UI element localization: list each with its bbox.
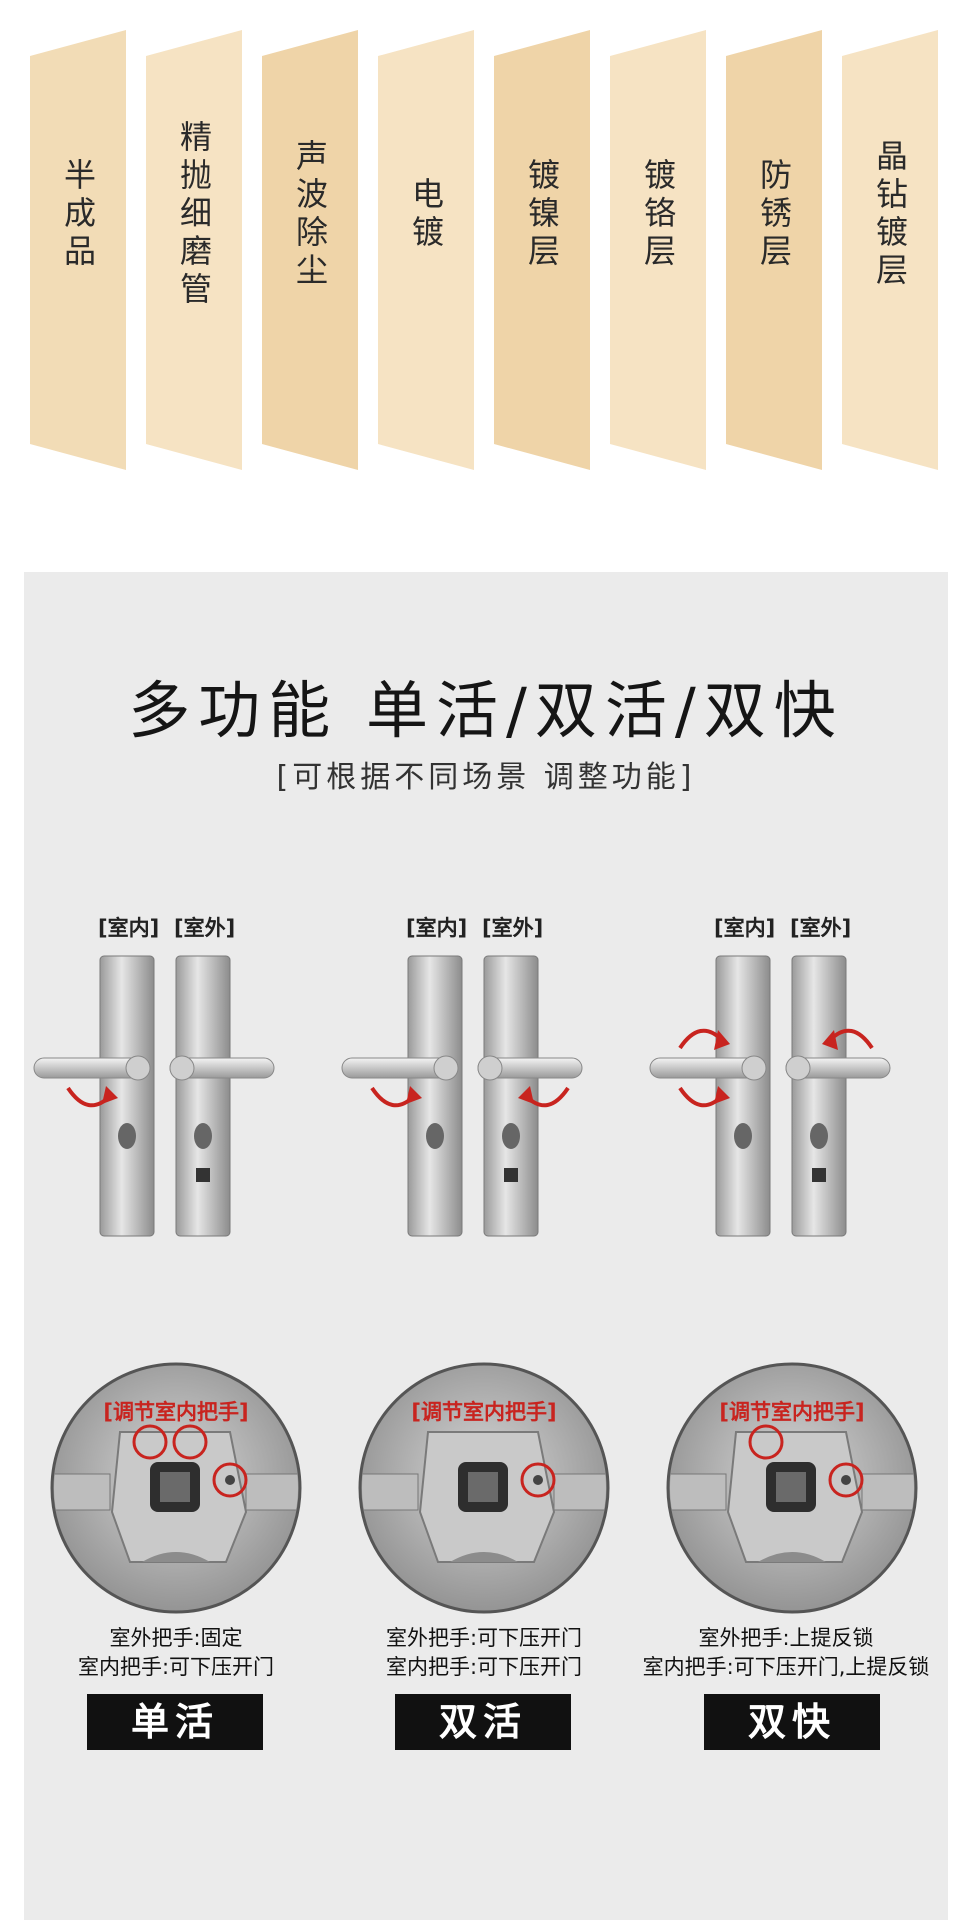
adjust-detail-single: [调节室内把手]	[50, 1362, 302, 1614]
mechanism-detail-image	[666, 1362, 918, 1614]
step-label: 晶钻镀层	[871, 139, 909, 291]
mode-description-quick: 室外把手:上提反锁 室内把手:可下压开门,上提反锁	[616, 1624, 956, 1682]
indoor-label: [室内]	[98, 916, 160, 940]
process-step: 镀镍层	[494, 30, 590, 470]
step-tag-shape	[146, 30, 242, 470]
adjust-tag: [调节室内把手]	[719, 1400, 865, 1424]
process-step: 精抛细磨管	[146, 30, 242, 470]
step-tag-shape	[494, 30, 590, 470]
adjust-tag: [调节室内把手]	[103, 1400, 249, 1424]
lock-set-image	[341, 955, 583, 1237]
mode-badge-quick: 双快	[704, 1694, 880, 1750]
step-label: 镀镍层	[523, 158, 561, 272]
lock-set-image	[649, 955, 891, 1237]
section-subtitle: [可根据不同场景 调整功能]	[276, 760, 696, 795]
step-tag-shape	[262, 30, 358, 470]
indoor-handle-desc: 室内把手:可下压开门	[385, 1655, 583, 1679]
adjust-detail-quick: [调节室内把手]	[666, 1362, 918, 1614]
mode-description-double: 室外把手:可下压开门 室内把手:可下压开门	[314, 1624, 654, 1682]
process-step: 声波除尘	[262, 30, 358, 470]
indoor-label: [室内]	[714, 916, 776, 940]
step-label: 防锈层	[755, 158, 793, 272]
process-step: 半成品	[30, 30, 126, 470]
process-step: 防锈层	[726, 30, 822, 470]
mechanism-detail-image	[50, 1362, 302, 1614]
process-step: 镀铬层	[610, 30, 706, 470]
step-label: 精抛细磨管	[175, 120, 213, 310]
step-tag-shape	[30, 30, 126, 470]
lock-illustration-quick: [室内] [室外]	[644, 912, 894, 1252]
lock-illustration-double: [室内] [室外]	[336, 912, 586, 1252]
mode-badge-single: 单活	[87, 1694, 263, 1750]
lock-illustration-single: [室内] [室外]	[28, 912, 278, 1252]
adjust-detail-double: [调节室内把手]	[358, 1362, 610, 1614]
outdoor-label: [室外]	[482, 916, 544, 940]
outdoor-label: [室外]	[790, 916, 852, 940]
step-tag-shape	[726, 30, 822, 470]
step-label: 电镀	[407, 177, 445, 253]
adjust-tag: [调节室内把手]	[411, 1400, 557, 1424]
step-label: 半成品	[59, 158, 97, 272]
indoor-handle-desc: 室内把手:可下压开门	[77, 1655, 275, 1679]
mode-badge-double: 双活	[395, 1694, 571, 1750]
outdoor-handle-desc: 室外把手:固定	[109, 1626, 243, 1650]
step-tag-shape	[842, 30, 938, 470]
process-steps: 半成品 精抛细磨管 声波除尘 电镀 镀镍层 镀铬层 防锈层 晶钻镀层	[0, 0, 966, 520]
outdoor-handle-desc: 室外把手:上提反锁	[698, 1626, 874, 1650]
indoor-label: [室内]	[406, 916, 468, 940]
step-tag-shape	[378, 30, 474, 470]
outdoor-handle-desc: 室外把手:可下压开门	[385, 1626, 583, 1650]
indoor-handle-desc: 室内把手:可下压开门,上提反锁	[642, 1655, 930, 1679]
step-tag-shape	[610, 30, 706, 470]
function-panel: 多功能 单活/双活/双快 [可根据不同场景 调整功能] [室内] [室外] [室…	[24, 572, 948, 1920]
lock-set-image	[33, 955, 275, 1237]
process-step: 晶钻镀层	[842, 30, 938, 470]
mode-description-single: 室外把手:固定 室内把手:可下压开门	[6, 1624, 346, 1682]
step-label: 镀铬层	[639, 158, 677, 272]
section-title: 多功能 单活/双活/双快	[128, 674, 844, 747]
step-label: 声波除尘	[291, 139, 329, 291]
outdoor-label: [室外]	[174, 916, 236, 940]
process-step: 电镀	[378, 30, 474, 470]
mechanism-detail-image	[358, 1362, 610, 1614]
